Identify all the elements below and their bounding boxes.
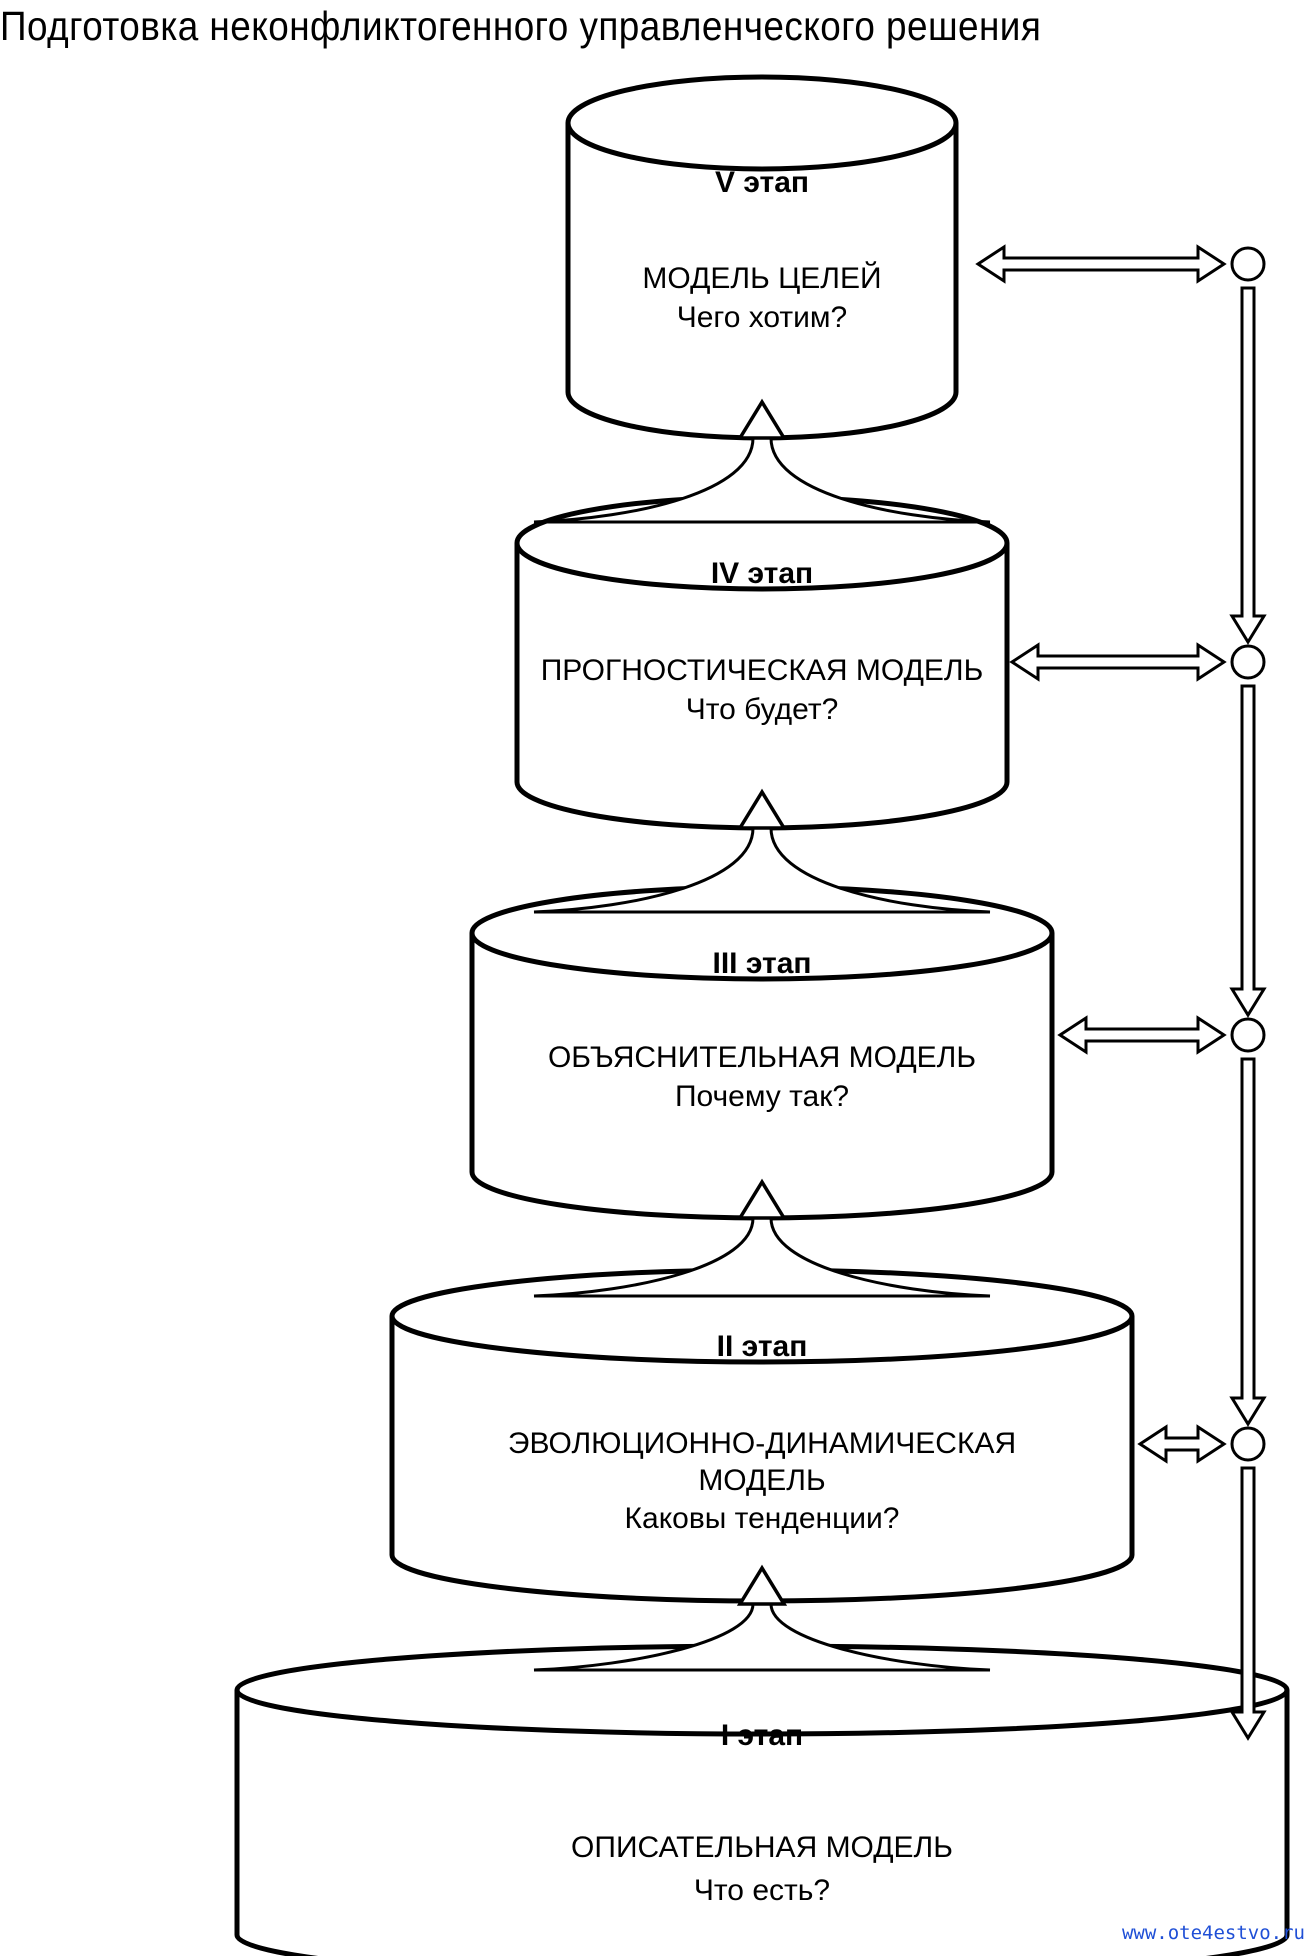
down-feedback-arrow [1229,1466,1267,1741]
stage-iv-text-line: Что будет? [686,693,839,726]
down-feedback-arrow [1229,1057,1267,1427]
two-way-arrow [1137,1424,1227,1464]
stage-iv-text-line: ПРОГНОСТИЧЕСКАЯ МОДЕЛЬ [541,654,984,687]
stage-v-text-line: Чего хотим? [677,301,847,334]
two-way-arrow [1009,642,1227,682]
connector-node [1230,246,1266,282]
stage-ii-text-line: ЭВОЛЮЦИОННО-ДИНАМИЧЕСКАЯ [508,1427,1016,1460]
stage-iv-label: IV этап [711,557,813,590]
stage-iii-text-line: ОБЪЯСНИТЕЛЬНАЯ МОДЕЛЬ [548,1041,976,1074]
stage-i-text-line: ОПИСАТЕЛЬНАЯ МОДЕЛЬ [571,1831,953,1864]
stage-i-text-line: Что есть? [694,1874,830,1907]
two-way-arrow [975,244,1227,284]
upward-arrow [533,788,991,914]
two-way-arrow [1057,1015,1227,1055]
stage-ii-text-line: Каковы тенденции? [625,1502,900,1535]
diagram-title: Подготовка неконфликтогенного управленче… [0,3,1042,49]
stage-v-label: V этап [715,166,809,199]
upward-arrow [533,1178,991,1298]
feedback-connectors [975,244,1267,1741]
stage-i-label: I этап [721,1719,803,1752]
upward-flow-arrows [533,398,991,1672]
down-feedback-arrow [1229,684,1267,1018]
site-watermark: www.ote4estvo.ru [1121,1922,1305,1944]
stage-iii-text-line: Почему так? [675,1080,849,1113]
connector-node [1230,644,1266,680]
connector-node [1230,1426,1266,1462]
upward-arrow [533,1564,991,1672]
connector-node [1230,1017,1266,1053]
stage-iii-label: III этап [712,947,811,980]
stage-v-text-line: МОДЕЛЬ ЦЕЛЕЙ [642,261,881,295]
stage-ii-text-line: МОДЕЛЬ [698,1464,825,1497]
down-feedback-arrow [1229,286,1267,645]
upward-arrow [533,398,991,524]
stage-ii-label: II этап [717,1330,808,1363]
